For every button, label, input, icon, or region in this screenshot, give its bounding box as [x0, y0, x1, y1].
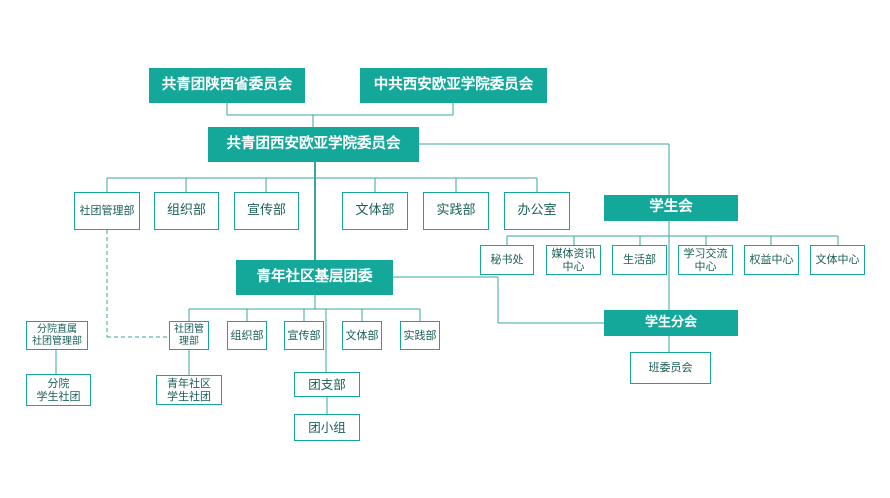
union-dept-label: 学习交流 中心 — [683, 246, 728, 273]
union-dept-learning-exchange: 学习交流 中心 — [678, 245, 733, 275]
class-committee-label: 班委员会 — [648, 361, 693, 375]
union-dept-label: 权益中心 — [749, 253, 794, 267]
union-dept-label: 媒体资讯 中心 — [551, 246, 596, 273]
community-dept-label: 组织部 — [230, 328, 264, 342]
community-committee-box: 青年社区基层团委 — [236, 260, 393, 295]
community-student-clubs: 青年社区 学生社团 — [156, 375, 222, 405]
union-dept-label: 秘书处 — [490, 253, 524, 267]
community-dept-label: 宣传部 — [287, 328, 321, 342]
student-union-box: 学生会 — [604, 195, 738, 221]
community-dept-practice: 实践部 — [400, 321, 440, 350]
community-committee-label: 青年社区基层团委 — [256, 268, 373, 285]
union-dept-label: 文体中心 — [815, 253, 860, 267]
student-union-label: 学生会 — [649, 199, 693, 216]
union-dept-sports-culture-center: 文体中心 — [810, 245, 865, 275]
college-dept-label: 办公室 — [517, 203, 557, 219]
college-committee-box: 共青团西安欧亚学院委员会 — [208, 127, 419, 162]
community-dept-club-management: 社团管 理部 — [169, 321, 209, 350]
college-dept-club-management: 社团管理部 — [74, 192, 140, 230]
college-dept-label: 宣传部 — [246, 203, 286, 219]
league-branch-box: 团支部 — [294, 372, 360, 397]
party-committee-box: 中共西安欧亚学院委员会 — [360, 68, 547, 103]
community-dept-label: 文体部 — [345, 328, 379, 342]
league-group-label: 团小组 — [308, 420, 346, 435]
school-club-management-label: 分院直属 社团管理部 — [32, 323, 82, 347]
college-dept-publicity: 宣传部 — [234, 192, 299, 230]
union-dept-rights-center: 权益中心 — [744, 245, 799, 275]
community-dept-sports-culture: 文体部 — [342, 321, 382, 350]
union-dept-media-center: 媒体资讯 中心 — [546, 245, 601, 275]
college-committee-label: 共青团西安欧亚学院委员会 — [226, 135, 401, 152]
community-dept-label: 实践部 — [403, 328, 437, 342]
school-club-management-dept: 分院直属 社团管理部 — [26, 321, 88, 350]
college-dept-organization: 组织部 — [154, 192, 219, 230]
school-student-clubs: 分院 学生社团 — [26, 374, 91, 406]
provincial-committee-box: 共青团陕西省委员会 — [149, 68, 305, 103]
party-committee-label: 中共西安欧亚学院委员会 — [373, 76, 534, 93]
college-dept-label: 文体部 — [355, 203, 395, 219]
community-dept-label: 社团管 理部 — [174, 323, 204, 347]
college-dept-sports-culture: 文体部 — [342, 192, 408, 230]
class-committee-box: 班委员会 — [630, 352, 711, 384]
union-dept-living: 生活部 — [612, 245, 667, 275]
community-student-clubs-label: 青年社区 学生社团 — [167, 376, 211, 403]
community-dept-publicity: 宣传部 — [284, 321, 324, 350]
college-dept-label: 组织部 — [166, 203, 206, 219]
league-group-box: 团小组 — [294, 414, 360, 441]
college-dept-label: 实践部 — [436, 203, 476, 219]
student-branch-box: 学生分会 — [604, 310, 738, 336]
league-branch-label: 团支部 — [308, 377, 346, 392]
student-branch-label: 学生分会 — [644, 315, 697, 331]
union-dept-secretariat: 秘书处 — [480, 245, 534, 275]
school-student-clubs-label: 分院 学生社团 — [36, 376, 81, 403]
college-dept-label: 社团管理部 — [79, 204, 135, 218]
college-dept-office: 办公室 — [504, 192, 570, 230]
provincial-committee-label: 共青团陕西省委员会 — [161, 76, 293, 93]
community-dept-organization: 组织部 — [227, 321, 267, 350]
college-dept-practice: 实践部 — [423, 192, 489, 230]
union-dept-label: 生活部 — [623, 253, 656, 267]
